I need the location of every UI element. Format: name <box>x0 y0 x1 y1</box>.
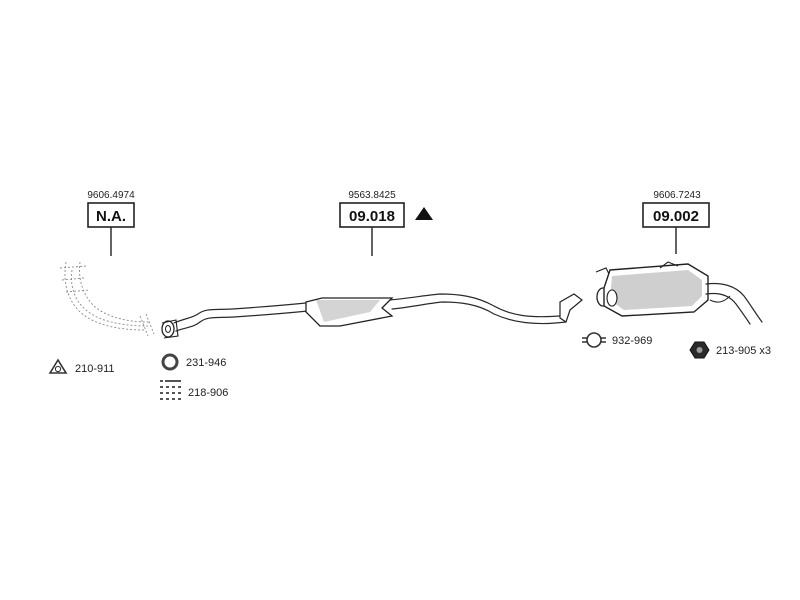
accessory-pipe-clamp[interactable]: 932-969 <box>582 332 652 348</box>
hex-nut-icon <box>689 341 710 359</box>
front-pipe-code: N.A. <box>96 208 126 225</box>
accessory-triangle-gasket[interactable]: 210-911 <box>48 358 115 375</box>
centre-pipe <box>173 293 583 332</box>
rear-silencer-code: 09.002 <box>653 208 699 225</box>
middle-silencer-group: 9563.8425 09.018 <box>161 190 583 339</box>
triangle-gasket-icon <box>48 358 68 374</box>
rear-silencer-ref-number: 9606.7243 <box>653 190 701 201</box>
accessory-ring-gasket[interactable]: 231-946 <box>161 353 226 371</box>
ring-gasket-icon <box>161 353 179 371</box>
front-pipe-ref-number: 9606.4974 <box>87 190 135 201</box>
bolt-kit-icon <box>160 380 181 400</box>
middle-silencer-ref-number: 9563.8425 <box>348 190 396 201</box>
rear-silencer-group: 9606.7243 09.002 <box>595 190 763 325</box>
accessory-hex-nut[interactable]: 213-905 x3 <box>689 341 771 359</box>
rear-silencer <box>595 261 763 325</box>
inlet-flange-icon <box>161 319 179 339</box>
triangle-gasket-label: 210-911 <box>75 363 115 375</box>
middle-silencer-code-box[interactable] <box>339 202 405 228</box>
ring-gasket-label: 231-946 <box>186 357 226 369</box>
accessory-bolt-kit[interactable]: 218-906 <box>160 380 228 400</box>
pipe-clamp-label: 932-969 <box>612 335 652 347</box>
front-pipe-ghost-icon <box>59 261 155 337</box>
bolt-kit-label: 218-906 <box>188 387 228 399</box>
hex-nut-label: 213-905 x3 <box>716 345 771 357</box>
warning-triangle-icon <box>415 207 433 220</box>
pipe-clamp-icon <box>582 332 606 348</box>
middle-silencer-code: 09.018 <box>349 208 395 225</box>
front-pipe-group: 9606.4974 N.A. <box>59 190 155 337</box>
